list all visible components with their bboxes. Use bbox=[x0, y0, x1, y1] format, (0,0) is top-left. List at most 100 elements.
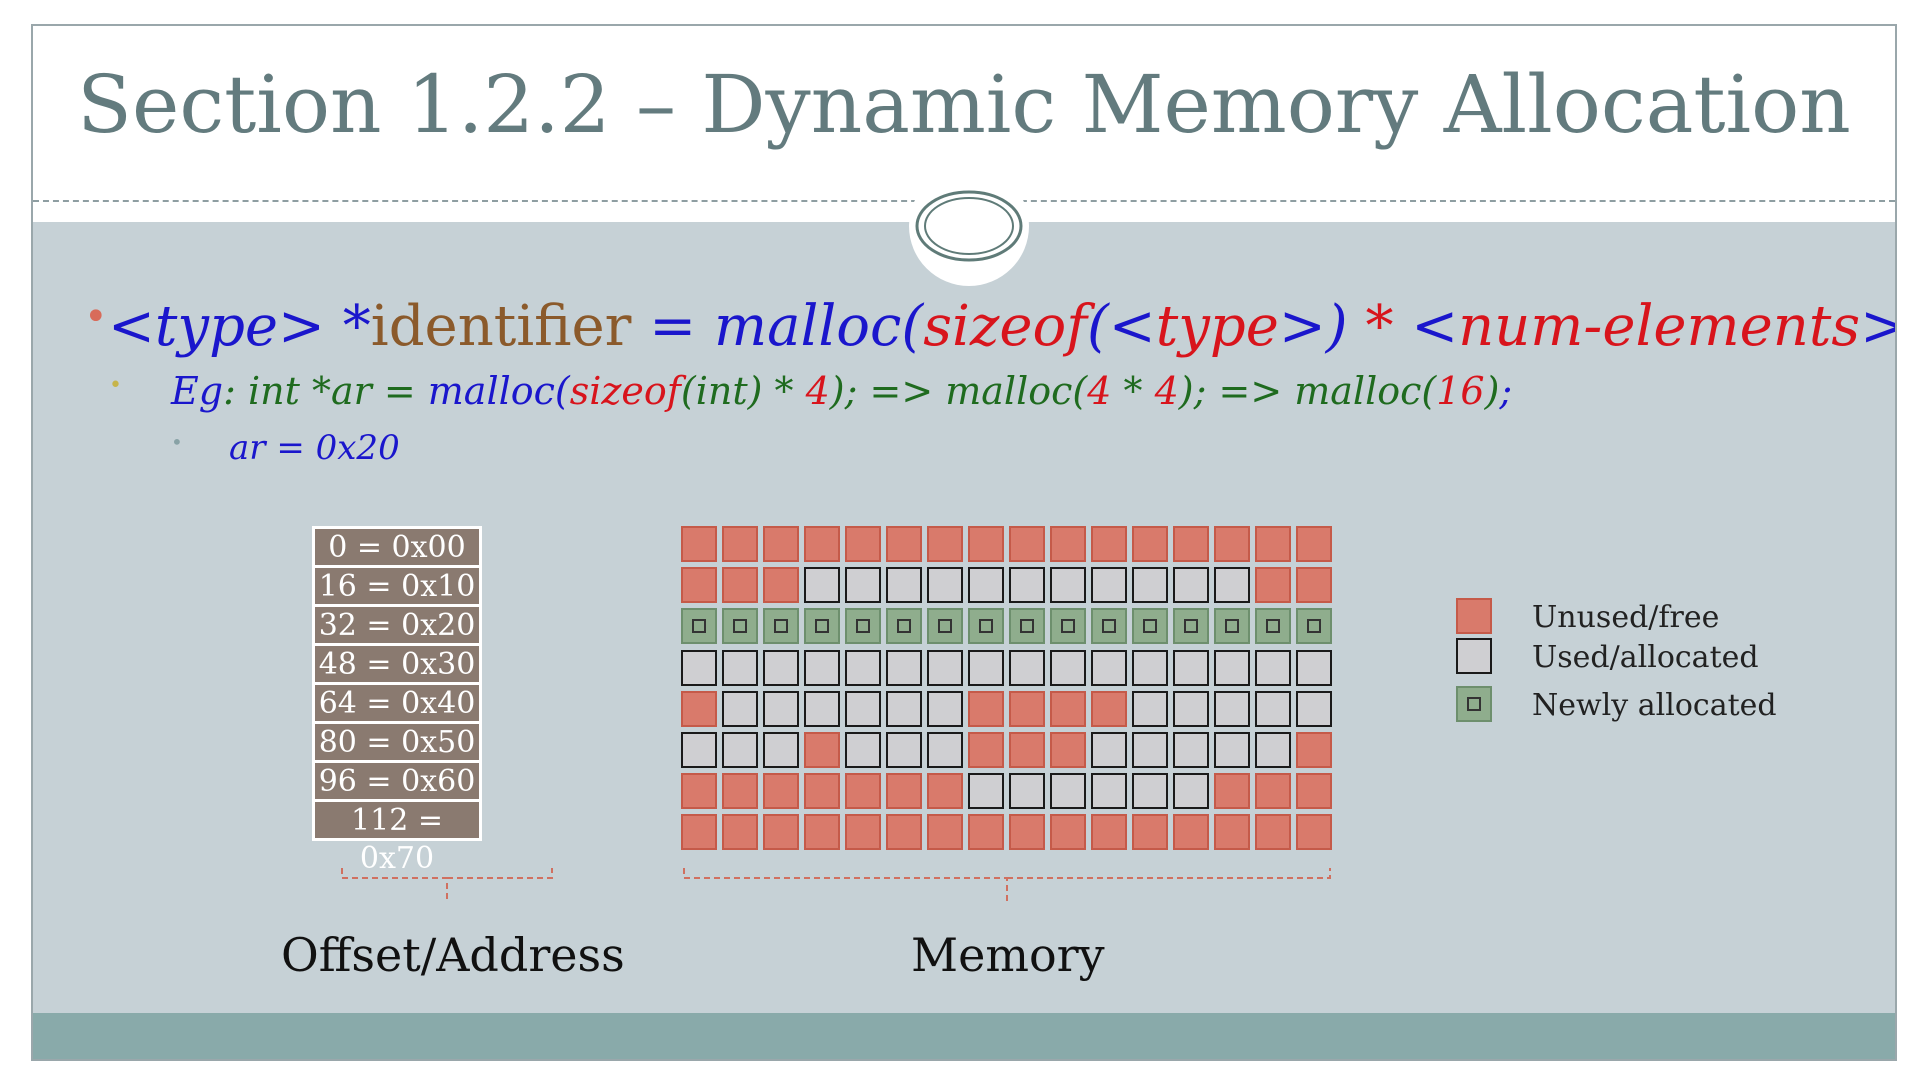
memory-cell-used bbox=[804, 567, 840, 603]
memory-cell-unused bbox=[968, 732, 1004, 768]
memory-cell-used bbox=[1091, 732, 1127, 768]
legend-label: Unused/free bbox=[1532, 600, 1720, 635]
memory-caption: Memory bbox=[911, 928, 1105, 982]
memory-cell-new bbox=[886, 608, 922, 644]
memory-cell-used bbox=[1255, 691, 1291, 727]
memory-cell-used bbox=[1050, 567, 1086, 603]
memory-cell-unused bbox=[1255, 526, 1291, 562]
memory-cell-used bbox=[845, 691, 881, 727]
address-cell: 32 = 0x20 bbox=[312, 604, 482, 646]
memory-cell-used bbox=[681, 732, 717, 768]
memory-cell-new bbox=[722, 608, 758, 644]
memory-cell-used bbox=[722, 691, 758, 727]
memory-cell-used bbox=[1132, 773, 1168, 809]
legend-item-used: Used/allocated bbox=[1456, 638, 1776, 678]
syntax-star: * bbox=[324, 294, 371, 359]
syntax-end: >); bbox=[1860, 294, 1895, 359]
memory-cell-unused bbox=[927, 526, 963, 562]
memory-cell-unused bbox=[886, 526, 922, 562]
memory-cell-unused bbox=[1050, 814, 1086, 850]
syntax-identifier: identifier bbox=[370, 294, 632, 359]
memory-cell-used bbox=[1091, 567, 1127, 603]
address-cell: 16 = 0x10 bbox=[312, 565, 482, 607]
memory-cell-unused bbox=[886, 773, 922, 809]
example-num: 4 bbox=[805, 369, 830, 413]
memory-cell-used bbox=[1296, 691, 1332, 727]
memory-cell-used bbox=[1091, 650, 1127, 686]
memory-cell-used bbox=[886, 567, 922, 603]
memory-cell-used bbox=[1050, 773, 1086, 809]
memory-cell-unused bbox=[681, 814, 717, 850]
example-part: ); => bbox=[1178, 369, 1295, 413]
memory-cell-used bbox=[886, 732, 922, 768]
syntax-multiply: * bbox=[1365, 294, 1394, 359]
memory-cell-unused bbox=[1009, 814, 1045, 850]
title-ornament-icon bbox=[909, 166, 1029, 286]
slide-title: Section 1.2.2 – Dynamic Memory Allocatio… bbox=[77, 58, 1851, 151]
example-part: ) * bbox=[747, 369, 806, 413]
memory-cell-unused bbox=[845, 773, 881, 809]
memory-cell-used bbox=[1009, 773, 1045, 809]
legend-swatch-used bbox=[1456, 638, 1492, 674]
syntax-equals: = bbox=[631, 294, 714, 359]
memory-cell-unused bbox=[804, 773, 840, 809]
memory-cell-unused bbox=[1296, 567, 1332, 603]
memory-cell-unused bbox=[1255, 814, 1291, 850]
legend-swatch-new bbox=[1456, 686, 1492, 722]
memory-cell-new bbox=[1296, 608, 1332, 644]
memory-cell-unused bbox=[1050, 732, 1086, 768]
legend-swatch-unused bbox=[1456, 598, 1492, 634]
memory-cell-unused bbox=[763, 526, 799, 562]
memory-cell-unused bbox=[1173, 526, 1209, 562]
memory-cell-unused bbox=[1214, 773, 1250, 809]
syntax-lt: < bbox=[1393, 294, 1459, 359]
memory-cell-used bbox=[763, 732, 799, 768]
memory-cell-used bbox=[968, 567, 1004, 603]
memory-cell-unused bbox=[1296, 814, 1332, 850]
memory-cell-used bbox=[1296, 650, 1332, 686]
example-num: 16 bbox=[1436, 369, 1485, 413]
memory-cell-used bbox=[1009, 650, 1045, 686]
memory-cell-new bbox=[1091, 608, 1127, 644]
memory-cell-unused bbox=[968, 691, 1004, 727]
example-malloc: malloc bbox=[427, 369, 555, 413]
address-cell: 112 = 0x70 bbox=[312, 799, 482, 876]
memory-cell-unused bbox=[1132, 814, 1168, 850]
memory-cell-unused bbox=[681, 567, 717, 603]
memory-cell-unused bbox=[722, 773, 758, 809]
memory-cell-unused bbox=[927, 773, 963, 809]
bullet-dot-icon: • bbox=[109, 373, 122, 398]
memory-cell-unused bbox=[845, 526, 881, 562]
address-cell: 80 = 0x50 bbox=[312, 721, 482, 763]
example-eg: Eg bbox=[171, 369, 224, 413]
memory-grid bbox=[681, 526, 1333, 856]
memory-cell-new bbox=[804, 608, 840, 644]
memory-cell-unused bbox=[722, 814, 758, 850]
memory-cell-unused bbox=[763, 567, 799, 603]
memory-cell-used bbox=[722, 732, 758, 768]
memory-cell-used bbox=[722, 650, 758, 686]
result-text: ar = 0x20 bbox=[229, 428, 400, 468]
syntax-type-arg: type bbox=[1155, 294, 1279, 359]
address-brace bbox=[341, 868, 553, 902]
memory-cell-unused bbox=[1296, 773, 1332, 809]
memory-cell-unused bbox=[1091, 814, 1127, 850]
bullet-dot-icon: • bbox=[84, 294, 108, 340]
memory-cell-new bbox=[763, 608, 799, 644]
example-malloc: malloc( bbox=[1294, 369, 1437, 413]
memory-cell-used bbox=[1173, 650, 1209, 686]
memory-cell-unused bbox=[1132, 526, 1168, 562]
memory-cell-unused bbox=[681, 526, 717, 562]
example-int: int bbox=[695, 369, 748, 413]
legend-label: Used/allocated bbox=[1532, 640, 1759, 675]
memory-cell-unused bbox=[763, 773, 799, 809]
memory-cell-unused bbox=[845, 814, 881, 850]
footer-band bbox=[33, 1013, 1895, 1059]
example-num: 4 bbox=[1154, 369, 1179, 413]
memory-cell-unused bbox=[1091, 526, 1127, 562]
memory-cell-unused bbox=[804, 526, 840, 562]
memory-cell-unused bbox=[763, 814, 799, 850]
memory-cell-unused bbox=[1255, 567, 1291, 603]
bullet-result: • ar = 0x20 bbox=[171, 428, 400, 468]
memory-cell-used bbox=[1132, 567, 1168, 603]
